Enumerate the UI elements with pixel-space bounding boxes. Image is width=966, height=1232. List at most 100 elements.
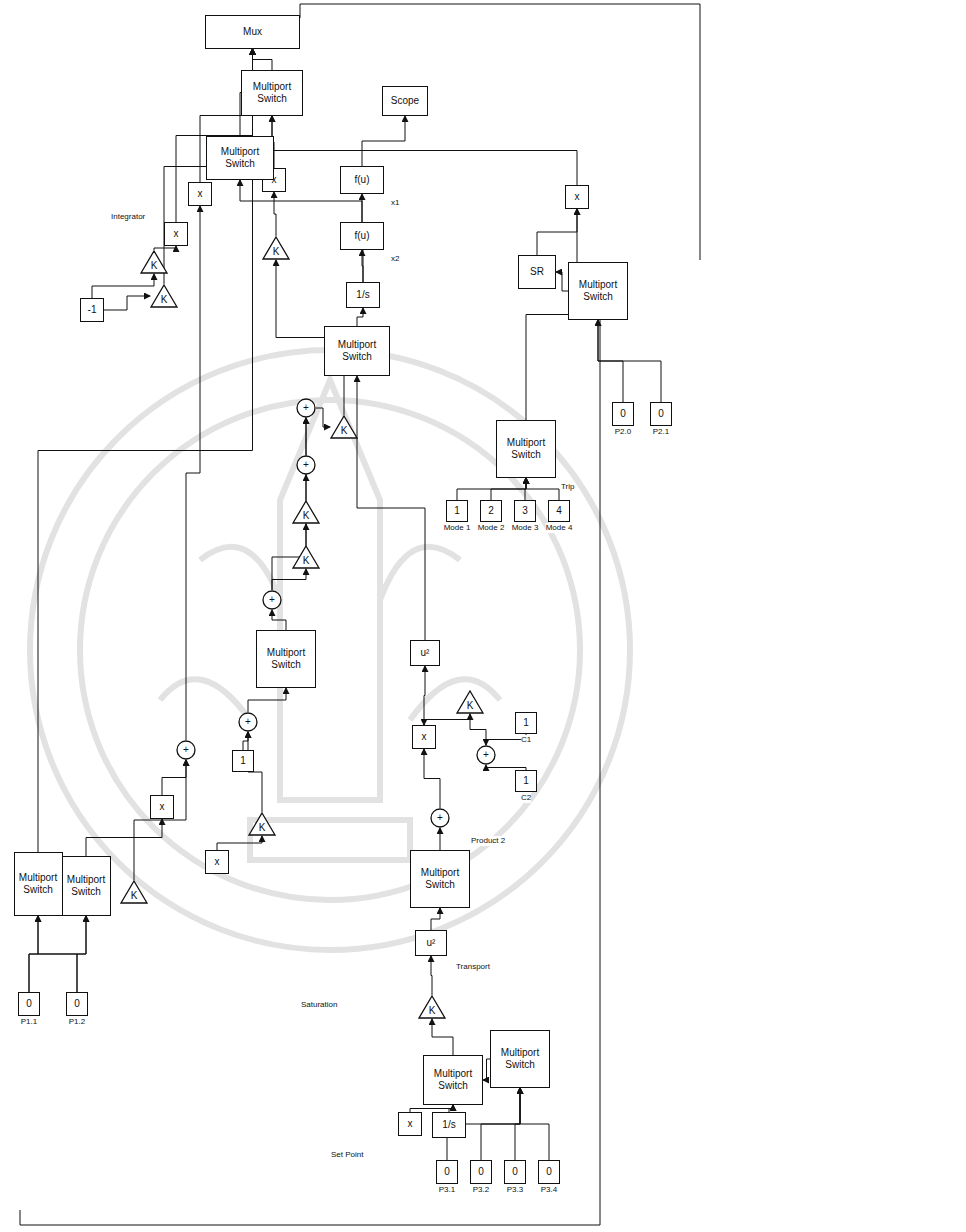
block-text: x <box>213 856 222 868</box>
block-text: K <box>301 555 312 567</box>
block-text: + <box>181 744 191 756</box>
signal-line <box>217 836 262 850</box>
signal-line <box>104 296 150 310</box>
block-text: + <box>301 402 311 414</box>
multiport-switch: Multiport Switch <box>410 850 470 908</box>
signal-label: x1 <box>390 198 400 208</box>
block-name: P3.2 <box>473 1185 489 1195</box>
signal-line <box>272 116 577 185</box>
signal-label: Trip <box>560 482 575 492</box>
multiport-switch: Multiport Switch <box>14 852 63 916</box>
block-text: 1 <box>521 717 531 729</box>
block-text: Scope <box>389 95 421 107</box>
signal-line <box>29 916 86 992</box>
block-text: + <box>435 812 445 824</box>
function-block: 0P3.2 <box>470 1160 492 1184</box>
block-name: P2.0 <box>615 427 631 437</box>
block-text: K <box>129 890 140 902</box>
block-text: 3 <box>520 505 530 517</box>
gain-block: -1 <box>80 298 104 322</box>
sum-block: + <box>262 590 282 610</box>
block-text: Multiport Switch <box>242 81 302 105</box>
multiport-switch: Multiport Switch <box>496 420 556 478</box>
block-text: x <box>406 1118 415 1130</box>
function-block: 0P3.1 <box>436 1160 458 1184</box>
block-text: K <box>339 425 350 437</box>
block-text: + <box>267 594 277 606</box>
signal-line <box>491 478 526 500</box>
block-text: x <box>196 188 205 200</box>
signal-line <box>316 408 330 427</box>
block-text: K <box>271 246 282 258</box>
block-name: P3.4 <box>541 1185 557 1195</box>
function-block: 1C2 <box>515 770 537 792</box>
product-block: x <box>188 182 212 206</box>
multiport-switch: Multiport Switch <box>256 630 316 688</box>
block-text: + <box>301 459 311 471</box>
signal-line <box>86 819 162 856</box>
function-block: 0P3.3 <box>504 1160 526 1184</box>
multiport-switch: Multiport Switch <box>62 856 111 916</box>
block-text: K <box>149 260 160 272</box>
signal-line <box>357 376 425 640</box>
block-text: x <box>420 731 429 743</box>
sum-block: + <box>296 455 316 475</box>
block-text: x <box>573 191 582 203</box>
signal-line <box>432 1019 453 1055</box>
function-block: 1Mode 1 <box>446 500 468 522</box>
block-text: Mux <box>241 26 264 38</box>
block-text: Multiport Switch <box>207 146 273 170</box>
gain-block: K <box>456 690 484 714</box>
function-block: 2Mode 2 <box>480 500 502 522</box>
signal-line <box>134 760 186 880</box>
function-block: 0P2.1 <box>650 402 672 426</box>
signal-line <box>526 478 559 500</box>
signal-line <box>483 1059 490 1080</box>
product-block: x <box>565 185 589 209</box>
function-block: 0P2.0 <box>612 402 634 426</box>
multiport-switch: Multiport Switch <box>423 1055 483 1105</box>
signal-line <box>92 274 154 298</box>
product-block: x <box>164 222 188 246</box>
function-block: 3Mode 3 <box>514 500 536 522</box>
block-text: f(u) <box>353 230 372 242</box>
mux-block: Mux <box>205 15 300 49</box>
block-text: 0 <box>442 1166 452 1178</box>
function-block: 0P1.2 <box>66 992 88 1016</box>
block-text: Multiport Switch <box>411 867 469 891</box>
integrator-block: 1/s <box>432 1112 466 1138</box>
block-name: C2 <box>521 793 531 803</box>
block-text: x <box>172 228 181 240</box>
function-block: u² <box>415 930 447 956</box>
block-text: K <box>427 1005 438 1017</box>
block-text: Multiport Switch <box>257 647 315 671</box>
block-text: 1/s <box>440 1119 457 1131</box>
block-name: P1.2 <box>69 1017 85 1027</box>
function-block: 1 <box>232 750 254 772</box>
multiport-switch: Multiport Switch <box>324 326 390 376</box>
function-block: 0P1.1 <box>18 992 40 1016</box>
block-text: 4 <box>554 505 564 517</box>
signal-line <box>186 206 200 740</box>
signal-line <box>243 732 248 750</box>
block-text: u² <box>425 937 438 949</box>
block-text: 0 <box>510 1166 520 1178</box>
signal-line <box>537 209 577 255</box>
block-name: P1.1 <box>21 1017 37 1027</box>
signal-line <box>162 760 186 795</box>
gain-block: K <box>120 880 148 904</box>
signal-line <box>598 320 661 402</box>
sum-block: + <box>476 745 496 765</box>
block-text: Multiport Switch <box>325 339 389 363</box>
signal-line <box>362 116 405 166</box>
block-name: Mode 1 <box>444 523 471 533</box>
signal-line <box>424 714 470 725</box>
block-text: 0 <box>24 998 34 1010</box>
function-block: f(u) <box>340 222 384 250</box>
block-name: P3.3 <box>507 1185 523 1195</box>
integrator-block: 1/s <box>346 282 380 308</box>
block-name: P3.1 <box>439 1185 455 1195</box>
scope-block: Scope <box>382 86 428 116</box>
